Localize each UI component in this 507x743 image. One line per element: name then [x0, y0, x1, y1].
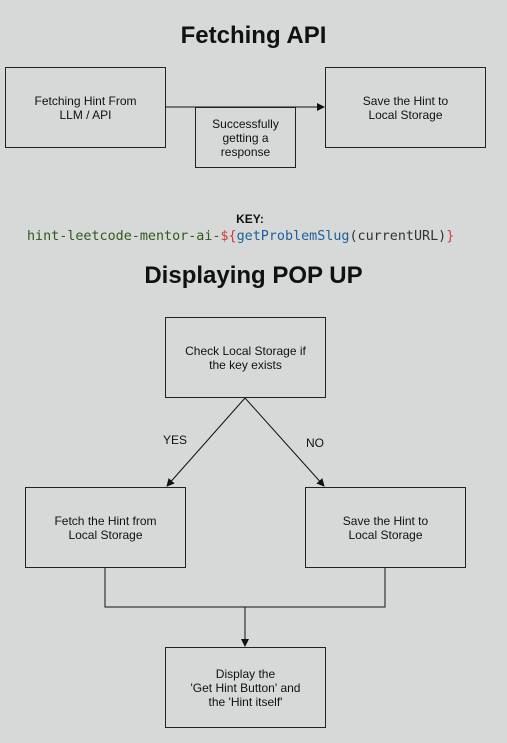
section-title-fetching-api: Fetching API	[180, 22, 327, 49]
section-title-displaying-popup: Displaying POP UP	[144, 262, 363, 289]
code-template-open: ${	[220, 229, 237, 244]
node-save-to-local: Save the Hint to Local Storage	[305, 487, 466, 568]
node-fetch-hint: Fetching Hint From LLM / API	[5, 67, 166, 148]
code-prefix: hint-leetcode-mentor-ai-	[27, 229, 221, 244]
node-save-hint: Save the Hint to Local Storage	[325, 67, 486, 148]
arrow-check-to-fetch-local	[166, 397, 246, 487]
code-function: getProblemSlug	[236, 229, 350, 244]
code-paren-open: (	[349, 229, 358, 244]
node-check-local-storage: Check Local Storage if the key exists	[165, 317, 326, 398]
edge-label-no: NO	[306, 436, 324, 450]
node-success-response: Successfully getting a response	[195, 107, 296, 168]
key-label: KEY:	[236, 212, 264, 226]
node-fetch-from-local: Fetch the Hint from Local Storage	[25, 487, 186, 568]
key-code: hint-leetcode-mentor-ai-${getProblemSlug…	[27, 229, 454, 245]
node-display-popup: Display the 'Get Hint Button' and the 'H…	[165, 647, 326, 728]
edge-label-yes: YES	[163, 433, 188, 447]
code-argument: currentURL	[357, 229, 439, 244]
arrow-check-to-save-local	[244, 397, 325, 487]
code-paren-close: )	[438, 229, 447, 244]
code-template-close: }	[446, 229, 455, 244]
merge-connector	[104, 568, 386, 608]
